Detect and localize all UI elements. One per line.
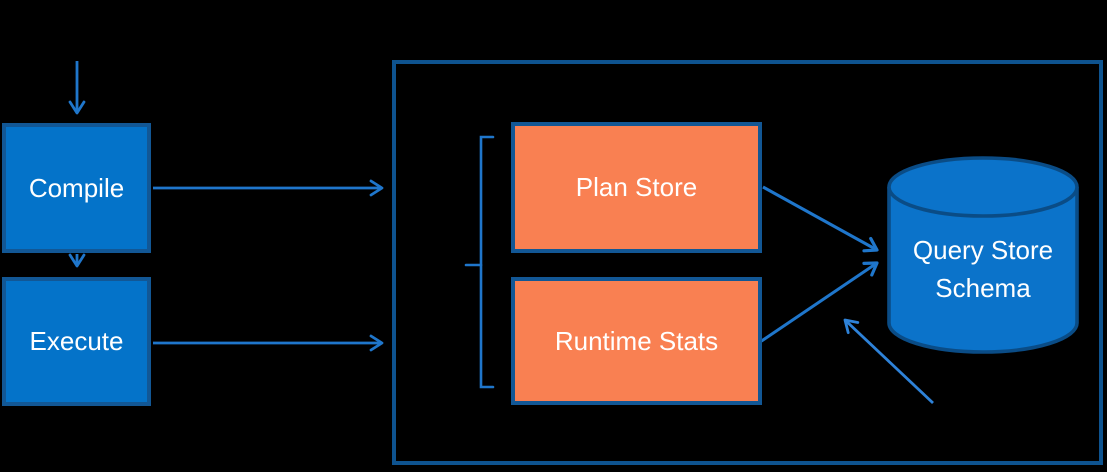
plan-store-node: Plan Store (511, 122, 762, 253)
execute-label: Execute (29, 326, 124, 356)
query-store-schema-line2: Schema (935, 273, 1031, 303)
database-cylinder-icon (887, 156, 1079, 354)
query-store-schema-label: Query Store Schema (889, 231, 1077, 307)
execute-node: Execute (2, 277, 151, 406)
runtime-stats-label: Runtime Stats (554, 325, 719, 356)
arrow-plan-store-to-schema (762, 185, 879, 253)
arrow-runtime-stats-to-schema (759, 261, 879, 344)
runtime-stats-node: Runtime Stats (511, 277, 762, 405)
query-store-schema-line1: Query Store (912, 235, 1054, 265)
arrow-external-to-schema (843, 318, 934, 405)
group-brace (464, 135, 495, 389)
plan-store-label: Plan Store (575, 172, 698, 202)
query-store-container (392, 60, 1103, 465)
compile-node: Compile (2, 123, 151, 253)
compile-label: Compile (28, 172, 125, 203)
